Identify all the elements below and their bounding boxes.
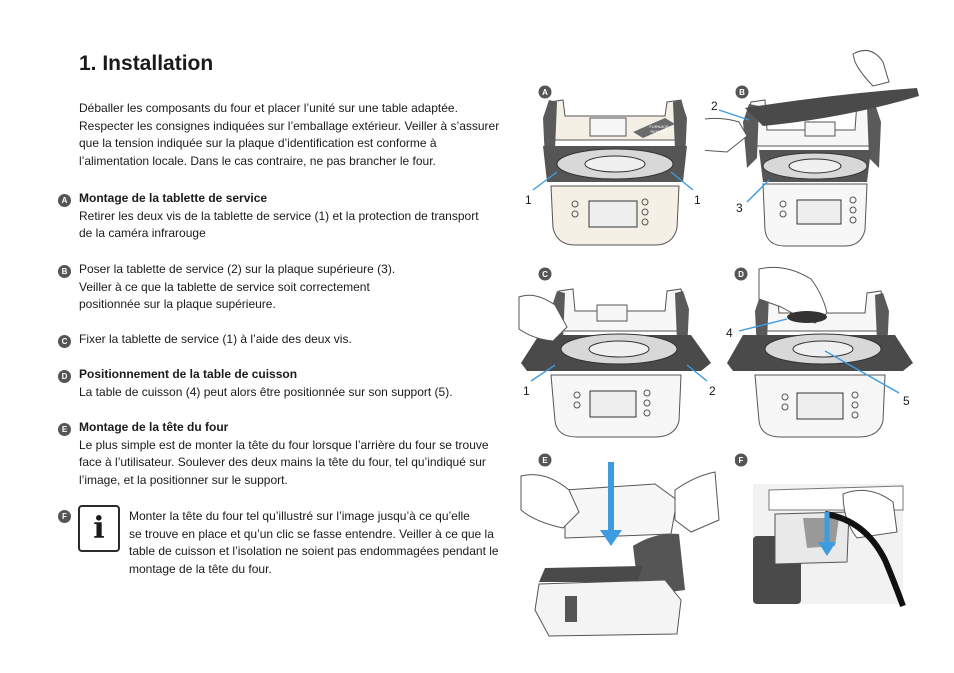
figure-e-letter: E bbox=[542, 456, 548, 465]
page-title: 1. Installation bbox=[79, 52, 214, 75]
step-a-heading: Montage de la tablette de service bbox=[79, 191, 268, 205]
step-e-line: face à l’utilisateur. Soulever des deux … bbox=[79, 455, 486, 470]
figure-d-letter: D bbox=[738, 270, 744, 279]
step-e-bullet: E bbox=[58, 423, 71, 436]
figure-b-callout: 2 bbox=[711, 99, 718, 113]
figure-a: A FURNACE REMOVE 1 1 bbox=[525, 85, 701, 246]
figure-c-letter: C bbox=[542, 270, 548, 279]
step-c-line: Fixer la tablette de service (1) à l’aid… bbox=[79, 332, 352, 346]
figure-e: E bbox=[520, 453, 720, 637]
step-f-line: Monter la tête du four tel qu’illustré s… bbox=[129, 509, 470, 523]
intro-line: que la tension indiquée sur la plaque d’… bbox=[79, 136, 437, 151]
step-f-line: se trouve en place et qu’un clic se fass… bbox=[129, 526, 494, 541]
intro-line: l’alimentation locale. Dans le cas contr… bbox=[79, 153, 436, 168]
figure-a-callout: 1 bbox=[694, 193, 701, 207]
svg-text:FURNACE: FURNACE bbox=[649, 124, 669, 129]
figure-b: B 2 3 bbox=[705, 49, 919, 247]
step-c-bullet: C bbox=[58, 335, 71, 348]
figure-a-badge bbox=[538, 85, 552, 99]
step-b-bullet: B bbox=[58, 265, 71, 278]
step-b-line: positionnée sur la plaque supérieure. bbox=[79, 297, 276, 312]
intro-line: Déballer les composants du four et place… bbox=[79, 101, 458, 115]
intro-paragraph: Déballer les composants du four et place… bbox=[79, 100, 504, 170]
step-a-text: Montage de la tablette de service Retire… bbox=[79, 190, 504, 243]
figure-f-letter: F bbox=[739, 456, 744, 465]
step-a-line: de la caméra infrarouge bbox=[79, 226, 206, 241]
step-e-line: Le plus simple est de monter la tête du … bbox=[79, 437, 489, 452]
step-a-line: Retirer les deux vis de la tablette de s… bbox=[79, 208, 479, 223]
info-icon: i bbox=[78, 505, 120, 552]
intro-line: Respecter les consignes indiquées sur l’… bbox=[79, 118, 500, 133]
step-f-line: table de cuisson et l’isolation ne soien… bbox=[129, 544, 499, 559]
step-e-heading: Montage de la tête du four bbox=[79, 420, 229, 434]
step-c-text: Fixer la tablette de service (1) à l’aid… bbox=[79, 331, 504, 349]
figure-a-letter: A bbox=[542, 88, 548, 97]
step-b-line: Poser la tablette de service (2) sur la … bbox=[79, 262, 396, 276]
step-f-text: Monter la tête du four tel qu’illustré s… bbox=[129, 508, 509, 578]
figure-f: F bbox=[735, 453, 906, 608]
step-a-bullet: A bbox=[58, 194, 71, 207]
figure-d: D 4 5 bbox=[726, 266, 913, 438]
step-b-line: Veiller à ce que la tablette de service … bbox=[79, 279, 370, 294]
figure-d-callout: 4 bbox=[726, 326, 733, 340]
figure-c: C 1 2 bbox=[518, 267, 715, 438]
figure-c-callout: 1 bbox=[523, 384, 530, 398]
step-e-line: l’image, et la positionner sur le suppor… bbox=[79, 472, 288, 487]
step-d-bullet: D bbox=[58, 370, 71, 383]
figure-b-letter: B bbox=[739, 88, 745, 97]
svg-text:REMOVE: REMOVE bbox=[650, 129, 668, 134]
figure-b-callout: 3 bbox=[736, 201, 743, 215]
step-f-line: montage de la tête du four. bbox=[129, 561, 272, 576]
step-b-text: Poser la tablette de service (2) sur la … bbox=[79, 261, 504, 314]
figure-a-callout: 1 bbox=[525, 193, 532, 207]
step-f-bullet: F bbox=[58, 510, 71, 523]
step-d-heading: Positionnement de la table de cuisson bbox=[79, 367, 298, 381]
step-e-text: Montage de la tête du four Le plus simpl… bbox=[79, 419, 504, 489]
step-d-line: La table de cuisson (4) peut alors être … bbox=[79, 384, 453, 399]
figure-c-callout: 2 bbox=[709, 384, 715, 398]
figure-d-callout: 5 bbox=[903, 394, 910, 408]
step-d-text: Positionnement de la table de cuisson La… bbox=[79, 366, 504, 401]
